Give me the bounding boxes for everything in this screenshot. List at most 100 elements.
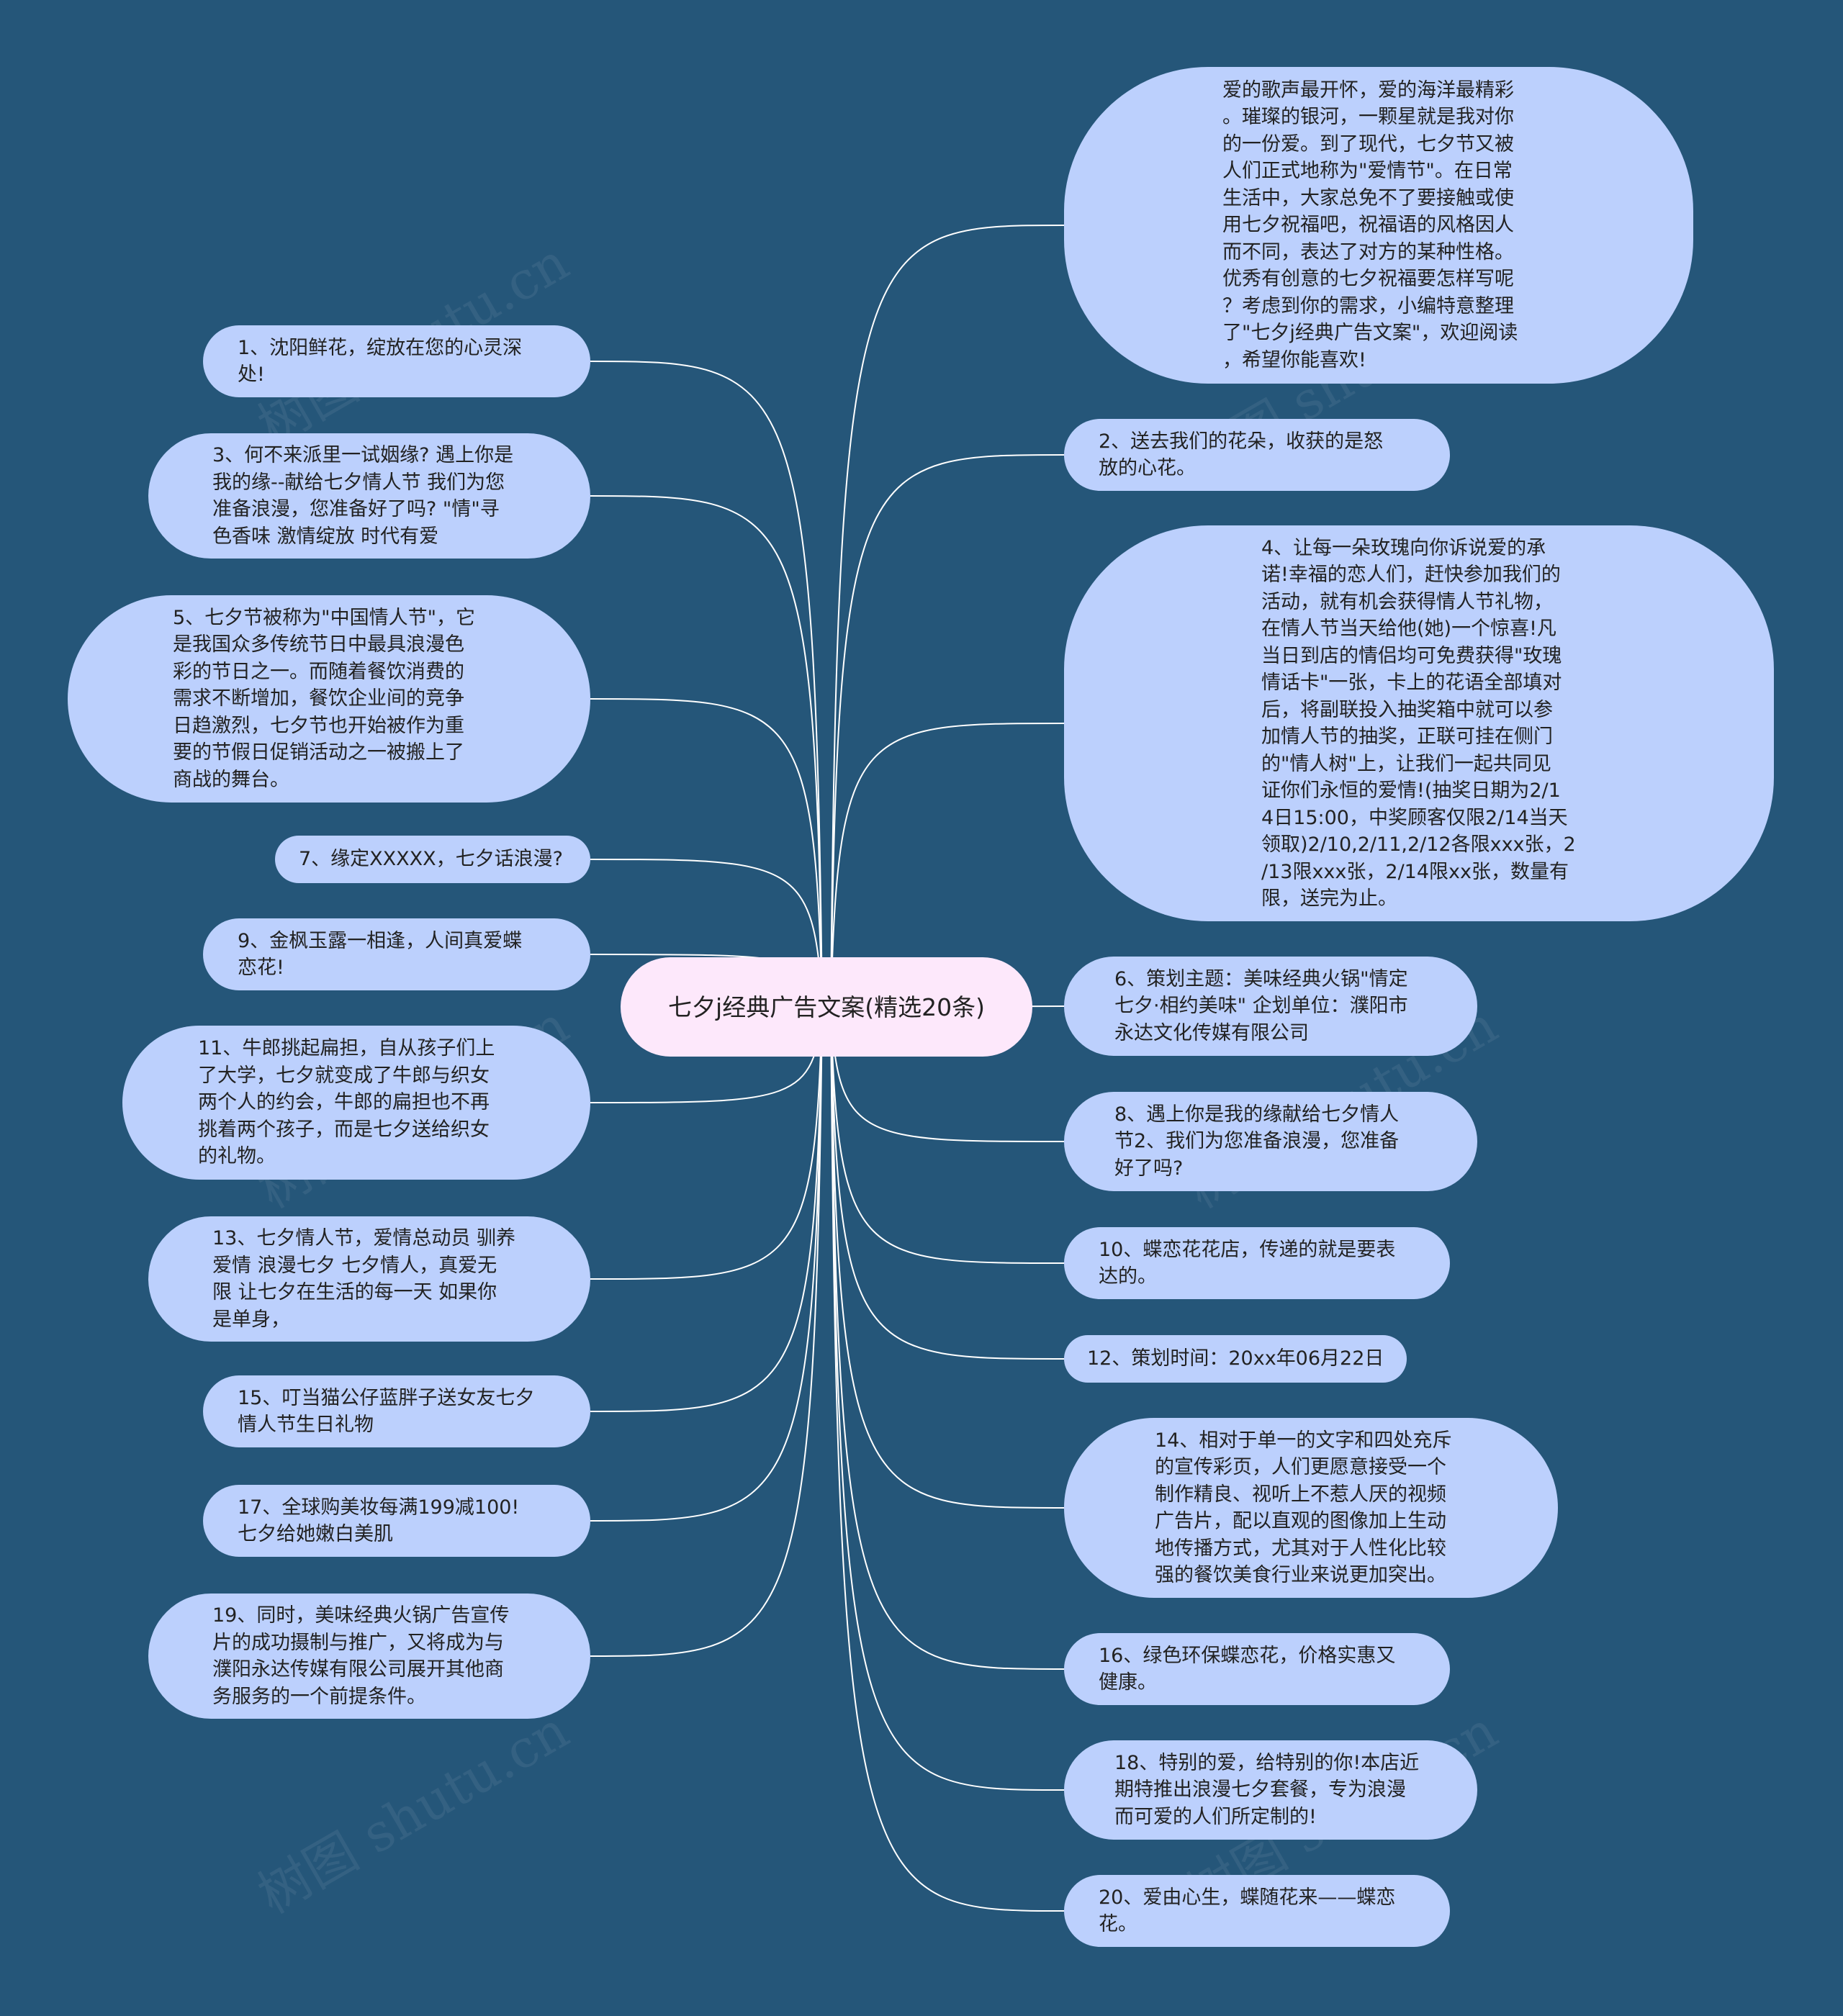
topic-text: 12、策划时间：20xx年06月22日 [1087, 1345, 1384, 1373]
connector-t5 [590, 698, 823, 1008]
topic-line: 制作精良、视听上不惹人厌的视频 [1155, 1483, 1446, 1506]
topic-line: 的"情人树"上，让我们一起共同见 [1261, 752, 1551, 775]
connector-t4 [830, 723, 1065, 1008]
topic-line: 15、叮当猫公仔蓝胖子送女友七夕 [238, 1386, 535, 1409]
topic-line: 濮阳永达传媒有限公司展开其他商 [212, 1658, 504, 1681]
topic-line: 日趋激烈，七夕节也开始被作为重 [173, 714, 464, 737]
connector-t16 [830, 1006, 1065, 1670]
topic-line: 14、相对于单一的文字和四处充斥 [1155, 1429, 1452, 1452]
topic-line: 领取)2/10,2/11,2/12各限xxx张，2 [1261, 833, 1576, 856]
topic-line: 12、策划时间：20xx年06月22日 [1087, 1347, 1384, 1370]
topic-text: 14、相对于单一的文字和四处充斥的宣传彩页，人们更愿意接受一个制作精良、视听上不… [1155, 1427, 1451, 1589]
topic-line: 4、让每一朵玫瑰向你诉说爱的承 [1261, 536, 1546, 559]
topic-line: 加情人节的抽奖，正联可挂在侧门 [1261, 726, 1553, 748]
topic-node-t14[interactable]: 14、相对于单一的文字和四处充斥的宣传彩页，人们更愿意接受一个制作精良、视听上不… [1064, 1418, 1558, 1598]
topic-line: 。璀璨的银河，一颗星就是我对你 [1222, 106, 1514, 129]
topic-text: 20、爱由心生，蝶随花来——蝶恋花。 [1099, 1884, 1395, 1938]
connector-t14 [830, 1006, 1065, 1509]
topic-line: 19、同时，美味经典火锅广告宣传 [212, 1604, 510, 1627]
topic-line: 爱情 浪漫七夕 七夕情人，真爱无 [212, 1254, 497, 1277]
topic-line: 生活中，大家总免不了要接触或使 [1222, 186, 1514, 209]
topic-line: 准备浪漫，您准备好了吗? "情"寻 [212, 498, 500, 520]
topic-line: 期特推出浪漫七夕套餐，专为浪漫 [1114, 1778, 1406, 1802]
topic-line: 7、缘定XXXXX，七夕话浪漫? [299, 848, 563, 871]
topic-line: 2、送去我们的花朵，收获的是怒 [1099, 430, 1384, 453]
topic-line: 活动，就有机会获得情人节礼物， [1261, 590, 1553, 613]
topic-node-t17[interactable]: 17、全球购美妆每满199减100! 七夕给她嫩白美肌 [203, 1485, 590, 1557]
topic-line: 在情人节当天给他(她)一个惊喜!凡 [1261, 618, 1556, 640]
connector-t17 [590, 1006, 823, 1522]
topic-line: 务服务的一个前提条件。 [212, 1685, 426, 1708]
topic-node-t7[interactable]: 7、缘定XXXXX，七夕话浪漫? [275, 836, 590, 883]
topic-node-t6[interactable]: 6、策划主题：美味经典火锅"情定七夕·相约美味" 企划单位：濮阳市永达文化传媒有… [1064, 957, 1477, 1056]
topic-line: 优秀有创意的七夕祝福要怎样写呢 [1222, 268, 1514, 291]
topic-node-intro[interactable]: 爱的歌声最开怀，爱的海洋最精彩。璀璨的银河，一颗星就是我对你的一份爱。到了现代，… [1064, 67, 1693, 384]
topic-line: 放的心花。 [1099, 457, 1196, 479]
topic-line: 七夕·相约美味" 企划单位：濮阳市 [1114, 995, 1408, 1018]
topic-line: 达的。 [1099, 1265, 1157, 1288]
connector-t13 [590, 1006, 823, 1280]
topic-node-t8[interactable]: 8、遇上你是我的缘献给七夕情人节2、我们为您准备浪漫，您准备好了吗? [1064, 1092, 1477, 1191]
topic-text: 19、同时，美味经典火锅广告宣传片的成功摄制与推广，又将成为与濮阳永达传媒有限公… [212, 1602, 509, 1710]
connector-t3 [590, 495, 823, 1008]
topic-node-t4[interactable]: 4、让每一朵玫瑰向你诉说爱的承诺!幸福的恋人们，赶快参加我们的活动，就有机会获得… [1064, 525, 1774, 921]
topic-text: 18、特别的爱，给特别的你!本店近期特推出浪漫七夕套餐，专为浪漫而可爱的人们所定… [1114, 1750, 1419, 1831]
topic-line: 4日15:00，中奖顾客仅限2/14当天 [1261, 806, 1568, 829]
topic-node-t16[interactable]: 16、绿色环保蝶恋花，价格实惠又健康。 [1064, 1633, 1450, 1705]
topic-line: 当日到店的情侣均可免费获得"玫瑰 [1261, 644, 1562, 667]
topic-line: 片的成功摄制与推广，又将成为与 [212, 1631, 504, 1654]
topic-line: 节2、我们为您准备浪漫，您准备 [1114, 1130, 1400, 1153]
topic-line: 的宣传彩页，人们更愿意接受一个 [1155, 1456, 1446, 1478]
topic-text: 5、七夕节被称为"中国情人节"，它是我国众多传统节日中最具浪漫色彩的节日之一。而… [173, 605, 475, 794]
topic-line: 而可爱的人们所定制的! [1114, 1805, 1317, 1828]
topic-node-t13[interactable]: 13、七夕情人节，爱情总动员 驯养爱情 浪漫七夕 七夕情人，真爱无限 让七夕在生… [148, 1216, 590, 1342]
connector-t7 [590, 859, 823, 1008]
topic-line: 爱的歌声最开怀，爱的海洋最精彩 [1222, 78, 1514, 101]
topic-text: 15、叮当猫公仔蓝胖子送女友七夕情人节生日礼物 [238, 1385, 534, 1439]
topic-line: 我的缘--献给七夕情人节 我们为您 [212, 471, 505, 494]
topic-node-t18[interactable]: 18、特别的爱，给特别的你!本店近期特推出浪漫七夕套餐，专为浪漫而可爱的人们所定… [1064, 1740, 1477, 1840]
topic-node-t1[interactable]: 1、沈阳鲜花，绽放在您的心灵深处! [203, 325, 590, 397]
topic-text: 9、金枫玉露一相逢，人间真爱蝶恋花! [238, 928, 522, 982]
topic-line: 10、蝶恋花花店，传递的就是要表 [1099, 1238, 1396, 1261]
connector-t2 [830, 454, 1065, 1008]
topic-node-t3[interactable]: 3、何不来派里一试姻缘? 遇上你是我的缘--献给七夕情人节 我们为您准备浪漫，您… [148, 433, 590, 559]
topic-node-t19[interactable]: 19、同时，美味经典火锅广告宣传片的成功摄制与推广，又将成为与濮阳永达传媒有限公… [148, 1594, 590, 1719]
connector-t10 [830, 1006, 1065, 1264]
topic-line: 七夕给她嫩白美肌 [238, 1523, 393, 1545]
connector-t19 [590, 1006, 823, 1657]
topic-line: 地传播方式，尤其对于人性化比较 [1155, 1537, 1446, 1560]
topic-line: 限 让七夕在生活的每一天 如果你 [212, 1281, 497, 1303]
topic-line: 3、何不来派里一试姻缘? 遇上你是 [212, 444, 514, 466]
topic-line: 了"七夕j经典广告文案"，欢迎阅读 [1222, 322, 1518, 345]
topic-line: 色香味 激情绽放 时代有爱 [212, 525, 439, 548]
topic-line: 1、沈阳鲜花，绽放在您的心灵深 [238, 336, 523, 359]
topic-line: 情人节生日礼物 [238, 1414, 374, 1436]
topic-line: 18、特别的爱，给特别的你!本店近 [1114, 1751, 1420, 1774]
connector-t12 [830, 1006, 1065, 1360]
topic-line: 商战的舞台。 [173, 768, 289, 791]
topic-node-t10[interactable]: 10、蝶恋花花店，传递的就是要表达的。 [1064, 1227, 1450, 1299]
topic-line: 17、全球购美妆每满199减100! [238, 1496, 520, 1519]
topic-node-t2[interactable]: 2、送去我们的花朵，收获的是怒放的心花。 [1064, 419, 1450, 491]
topic-line: 是我国众多传统节日中最具浪漫色 [173, 633, 464, 656]
topic-line: 用七夕祝福吧，祝福语的风格因人 [1222, 214, 1514, 237]
topic-line: 永达文化传媒有限公司 [1114, 1021, 1309, 1044]
topic-text: 爱的歌声最开怀，爱的海洋最精彩。璀璨的银河，一颗星就是我对你的一份爱。到了现代，… [1222, 77, 1518, 374]
topic-line: 花。 [1099, 1913, 1137, 1935]
topic-line: 要的节假日促销活动之一被搬上了 [173, 741, 464, 764]
topic-node-t5[interactable]: 5、七夕节被称为"中国情人节"，它是我国众多传统节日中最具浪漫色彩的节日之一。而… [68, 595, 590, 803]
topic-node-t9[interactable]: 9、金枫玉露一相逢，人间真爱蝶恋花! [203, 918, 590, 990]
topic-line: 的一份爱。到了现代，七夕节又被 [1222, 132, 1514, 155]
topic-text: 8、遇上你是我的缘献给七夕情人节2、我们为您准备浪漫，您准备好了吗? [1114, 1101, 1399, 1183]
topic-node-t12[interactable]: 12、策划时间：20xx年06月22日 [1064, 1335, 1407, 1383]
topic-text: 3、何不来派里一试姻缘? 遇上你是我的缘--献给七夕情人节 我们为您准备浪漫，您… [212, 442, 513, 550]
topic-text: 17、全球购美妆每满199减100! 七夕给她嫩白美肌 [238, 1494, 519, 1548]
central-topic[interactable]: 七夕j经典广告文案(精选20条) [621, 957, 1032, 1057]
topic-node-t15[interactable]: 15、叮当猫公仔蓝胖子送女友七夕情人节生日礼物 [203, 1375, 590, 1447]
topic-line: 两个人的约会，牛郎的扁担也不再 [198, 1091, 490, 1114]
topic-line: 彩的节日之一。而随着餐饮消费的 [173, 660, 464, 683]
topic-line: /13限xxx张，2/14限xx张，数量有 [1261, 860, 1569, 883]
topic-node-t20[interactable]: 20、爱由心生，蝶随花来——蝶恋花。 [1064, 1875, 1450, 1947]
topic-node-t11[interactable]: 11、牛郎挑起扁担，自从孩子们上了大学，七夕就变成了牛郎与织女两个人的约会，牛郎… [122, 1026, 590, 1180]
